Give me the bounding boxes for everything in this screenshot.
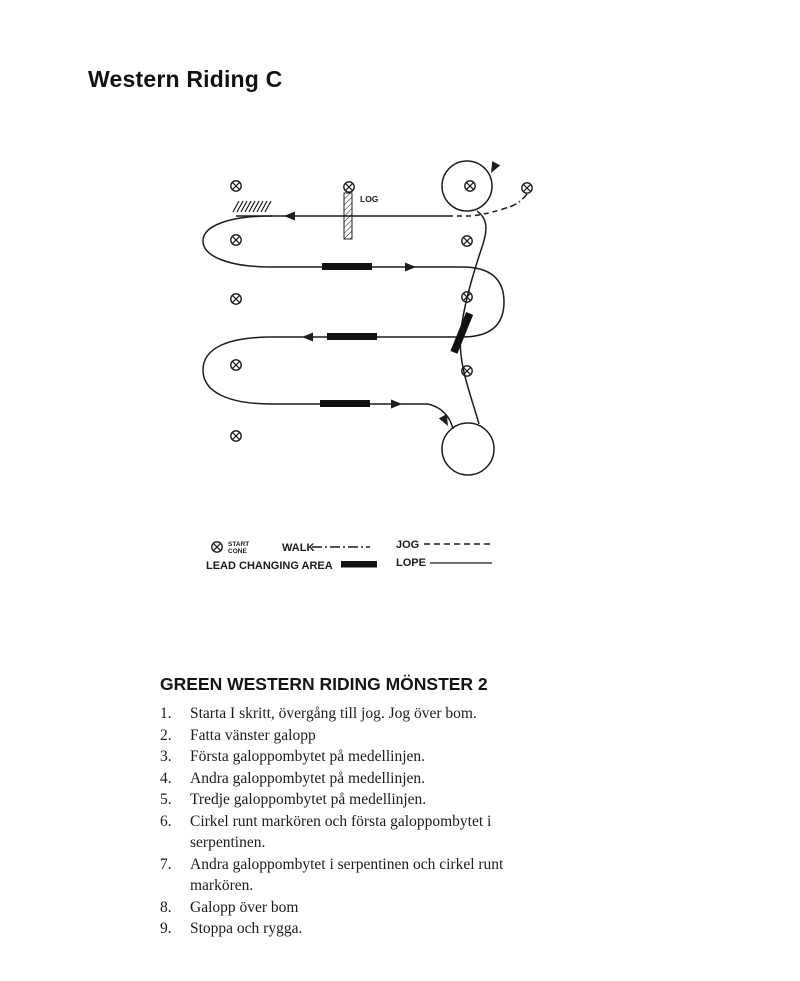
cone-icon bbox=[343, 181, 355, 193]
jog-path bbox=[448, 207, 507, 217]
legend: START CONE WALK JOG LEAD CHANGING AREA L… bbox=[206, 539, 492, 572]
instruction-item: 6. Cirkel runt markören och första galop… bbox=[160, 811, 580, 854]
instruction-item: 5. Tredje galoppombytet på medellinjen. bbox=[160, 789, 580, 811]
walk-path bbox=[505, 193, 528, 209]
item-number: 6. bbox=[160, 812, 172, 830]
instruction-item: 4. Andra galoppombytet på medellinjen. bbox=[160, 768, 580, 790]
pattern-diagram: LOG START CONE WALK JOG LEAD CHANGING AR… bbox=[202, 160, 533, 572]
cone-icon bbox=[230, 180, 242, 192]
item-text: Andra galoppombytet i serpentinen och ci… bbox=[190, 855, 504, 895]
lope-turn-top-left bbox=[202, 215, 273, 268]
direction-arrow bbox=[391, 399, 402, 409]
legend-lead-changing-area-bar bbox=[341, 561, 377, 568]
lead-change-area-3 bbox=[320, 400, 370, 407]
direction-arrow bbox=[284, 211, 295, 221]
legend-start-label-line2: CONE bbox=[228, 548, 247, 555]
log-label: LOG bbox=[360, 194, 379, 204]
bottom-circle-path bbox=[441, 422, 495, 476]
cone-icon bbox=[230, 430, 242, 442]
cone-icon bbox=[230, 293, 242, 305]
instructions-list: 1. Starta I skritt, övergång till jog. J… bbox=[160, 703, 580, 940]
item-number: 3. bbox=[160, 748, 172, 765]
legend-walk-label: WALK bbox=[282, 542, 314, 554]
instruction-item: 2. Fatta vänster galopp bbox=[160, 725, 580, 747]
legend-lope-label: LOPE bbox=[396, 557, 426, 569]
cone-icon bbox=[230, 234, 242, 246]
start-cone-icon bbox=[521, 182, 533, 194]
direction-arrow bbox=[302, 332, 313, 342]
stop-back-marking bbox=[232, 200, 272, 213]
instructions-title: GREEN WESTERN RIDING MÖNSTER 2 bbox=[160, 674, 488, 694]
item-text: Cirkel runt markören och första galoppom… bbox=[190, 812, 492, 852]
cone-icon bbox=[230, 359, 242, 371]
instruction-item: 3. Första galoppombytet på medellinjen. bbox=[160, 746, 580, 768]
cone-icon bbox=[461, 235, 473, 247]
lope-turn-bottom-left bbox=[202, 336, 273, 405]
instruction-item: 7. Andra galoppombytet i serpentinen och… bbox=[160, 854, 580, 897]
legend-jog-label: JOG bbox=[396, 539, 419, 551]
item-number: 9. bbox=[160, 920, 172, 937]
item-text: Fatta vänster galopp bbox=[190, 726, 316, 744]
item-number: 8. bbox=[160, 898, 172, 916]
item-number: 4. bbox=[160, 769, 172, 787]
item-text: Galopp över bom bbox=[190, 898, 299, 916]
log-obstacle bbox=[343, 192, 353, 240]
lope-turn-right bbox=[461, 266, 505, 338]
item-number: 1. bbox=[160, 705, 172, 722]
legend-start-label-line1: START bbox=[228, 541, 249, 548]
item-text: Första galoppombytet på medellinjen. bbox=[190, 748, 426, 765]
item-text: Tredje galoppombytet på medellinjen. bbox=[190, 791, 427, 808]
cone-icon bbox=[464, 180, 476, 192]
legend-start-cone-icon bbox=[211, 541, 223, 553]
item-text: Stoppa och rygga. bbox=[190, 920, 303, 937]
direction-arrow bbox=[405, 262, 416, 272]
item-text: Starta I skritt, övergång till jog. Jog … bbox=[190, 705, 477, 722]
instruction-item: 9. Stoppa och rygga. bbox=[160, 918, 580, 940]
instruction-item: 1. Starta I skritt, övergång till jog. J… bbox=[160, 703, 580, 725]
item-number: 7. bbox=[160, 855, 172, 873]
lead-change-area-1 bbox=[322, 263, 372, 270]
instructions-section: GREEN WESTERN RIDING MÖNSTER 2 1. Starta… bbox=[160, 674, 580, 940]
item-number: 2. bbox=[160, 726, 172, 744]
lope-serpentine-diagonal bbox=[459, 210, 487, 425]
lead-change-area-4 bbox=[450, 312, 474, 354]
lope-into-bottom-circle bbox=[427, 403, 454, 430]
lead-change-area-2 bbox=[327, 333, 377, 340]
item-number: 5. bbox=[160, 791, 172, 808]
item-text: Andra galoppombytet på medellinjen. bbox=[190, 769, 426, 787]
instruction-item: 8. Galopp över bom bbox=[160, 897, 580, 919]
legend-lead-changing-area-label: LEAD CHANGING AREA bbox=[206, 560, 333, 572]
top-circle-path bbox=[441, 160, 493, 212]
page-title: Western Riding C bbox=[88, 66, 283, 92]
